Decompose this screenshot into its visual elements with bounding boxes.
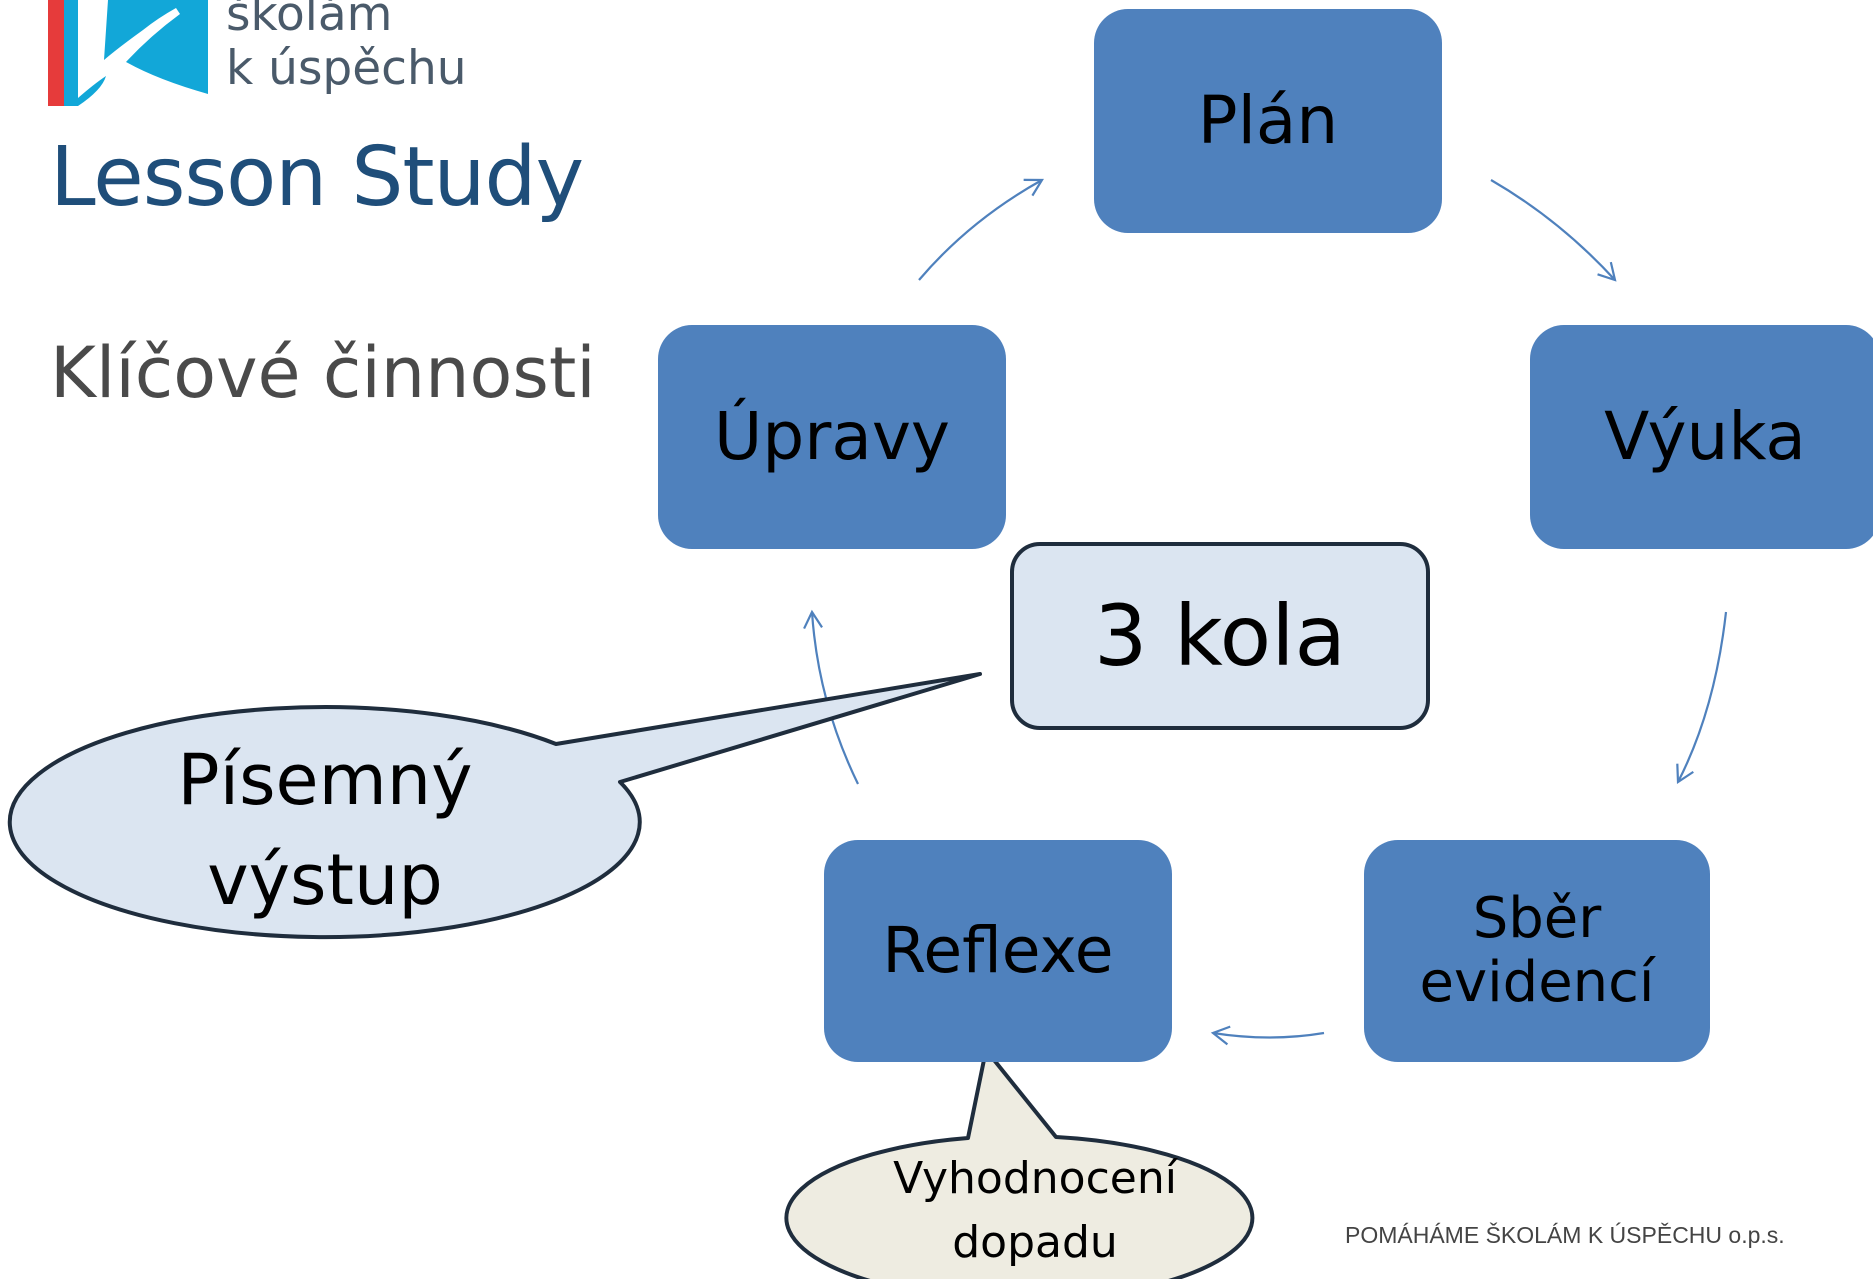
logo-line-1: školám xyxy=(226,0,393,42)
cycle-step-sber-line-1: Sběr xyxy=(1472,885,1602,951)
cycle-step-upravy-label: Úpravy xyxy=(714,398,950,476)
center-rounds-box: 3 kola xyxy=(1010,542,1430,730)
cycle-step-vyuka: Výuka xyxy=(1530,325,1873,549)
written-output-line-1: Písemný xyxy=(177,739,473,821)
logo-letter-k xyxy=(78,0,208,106)
logo-line-2: k úspěchu xyxy=(226,41,467,96)
cycle-step-upravy: Úpravy xyxy=(658,325,1006,549)
logo-wordmark: školám k úspěchu xyxy=(226,0,467,96)
impact-evaluation-callout-text: Vyhodnocení dopadu xyxy=(855,1147,1215,1275)
written-output-line-2: výstup xyxy=(207,839,443,921)
arrow-plan-to-vyuka xyxy=(1490,179,1617,282)
cycle-step-sber-line-2: evidencí xyxy=(1419,950,1655,1015)
cycle-step-plan-label: Plán xyxy=(1197,82,1339,160)
cycle-step-plan: Plán xyxy=(1094,9,1442,233)
written-output-callout-shape xyxy=(7,672,982,940)
footer-organization: POMÁHÁME ŠKOLÁM K ÚSPĚCHU o.p.s. xyxy=(1345,1222,1785,1248)
cycle-step-vyuka-label: Výuka xyxy=(1604,398,1806,476)
page-title: Lesson Study xyxy=(50,130,584,225)
logo-red-bar xyxy=(48,0,64,106)
page-subtitle: Klíčové činnosti xyxy=(50,332,596,414)
impact-evaluation-line-1: Vyhodnocení xyxy=(893,1153,1177,1204)
cycle-step-reflexe-label: Reflexe xyxy=(882,913,1114,987)
arrow-upravy-to-plan xyxy=(918,178,1044,281)
organization-logo xyxy=(48,0,208,106)
cycle-step-sber-evidenci: Sběr evidencí xyxy=(1364,840,1710,1062)
impact-evaluation-line-2: dopadu xyxy=(952,1217,1118,1268)
written-output-callout-text: Písemný výstup xyxy=(150,730,500,930)
arrow-vyuka-to-sber xyxy=(1676,611,1728,784)
center-rounds-label: 3 kola xyxy=(1094,587,1346,685)
arrow-sber-to-reflexe xyxy=(1210,1025,1325,1046)
cycle-step-reflexe: Reflexe xyxy=(824,840,1172,1062)
impact-evaluation-callout-shape xyxy=(784,1048,1255,1279)
